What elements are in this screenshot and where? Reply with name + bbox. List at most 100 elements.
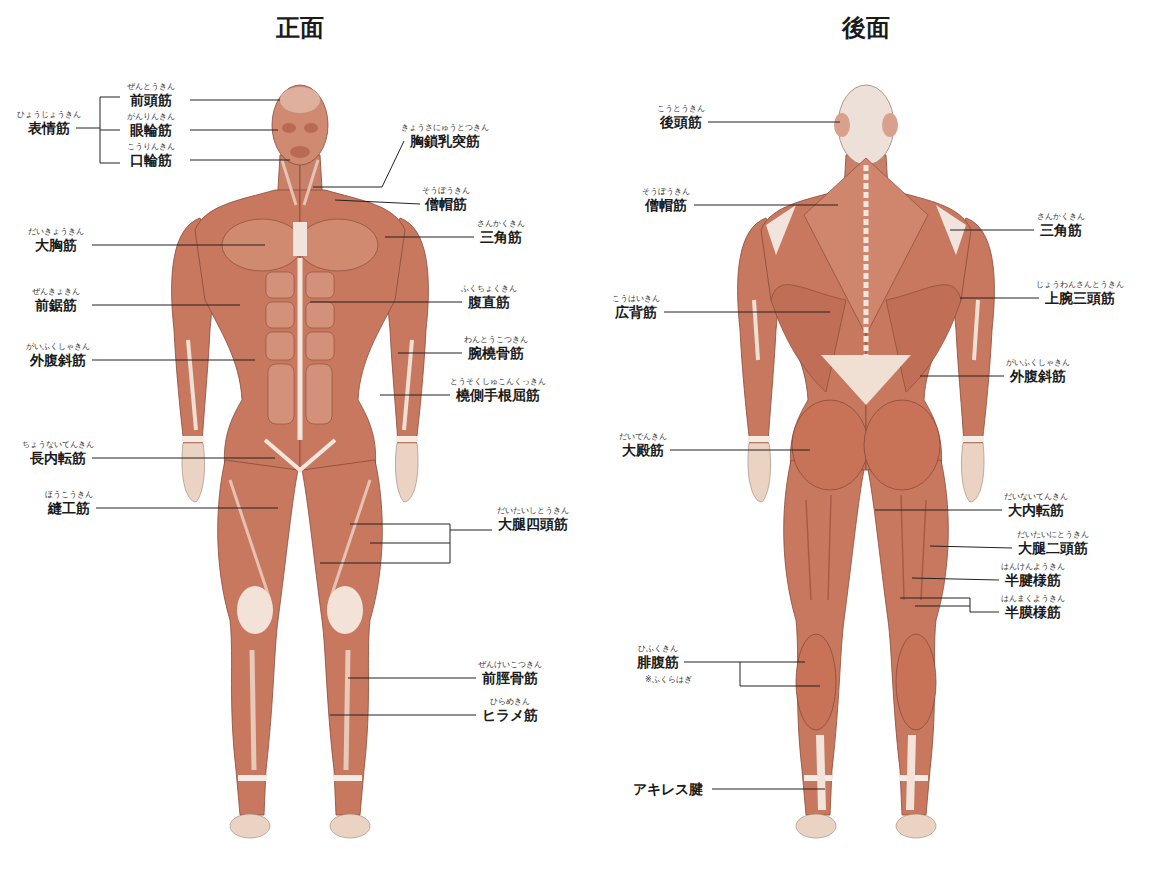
back-figure-part xyxy=(864,165,869,370)
furigana-reading: がいふくしゃきん xyxy=(1006,358,1070,367)
leader-lines-part xyxy=(708,122,840,123)
leader-lines-part xyxy=(875,510,1002,511)
muscle-name: 後頭筋 xyxy=(660,114,702,130)
furigana-reading: がんりんきん xyxy=(127,112,175,121)
leader-lines-part xyxy=(740,686,820,687)
muscle-name: 僧帽筋 xyxy=(425,196,467,212)
furigana-reading: ほうこうきん xyxy=(45,490,93,499)
furigana-reading: そうぼうきん xyxy=(422,186,470,195)
furigana-reading: ひょうじょうきん xyxy=(17,110,81,119)
leader-lines-part xyxy=(92,458,275,459)
back-figure-part xyxy=(882,113,898,137)
muscle-name: 大腿二頭筋 xyxy=(1018,540,1088,556)
leader-lines-part xyxy=(348,678,476,679)
front-figure-part xyxy=(265,440,335,470)
front-figure-part xyxy=(327,586,363,634)
view-title: 正面 xyxy=(276,14,324,42)
back-figure-part xyxy=(754,300,978,360)
leader-lines-part xyxy=(684,662,740,663)
back-figure-part xyxy=(792,400,868,490)
muscle-name: 口輪筋 xyxy=(130,152,172,168)
furigana-reading: ふくちょくきん xyxy=(461,284,517,293)
leader-lines-part xyxy=(450,530,492,531)
leader-lines-part xyxy=(190,130,278,131)
leader-lines-part xyxy=(96,508,278,509)
back-figure-part xyxy=(820,735,912,810)
leader-lines-part xyxy=(190,160,290,161)
leader-lines-part xyxy=(912,578,999,580)
leader-lines-part xyxy=(92,245,265,246)
furigana-reading: そうぼうきん xyxy=(642,187,690,196)
leader-lines-part xyxy=(92,305,240,306)
furigana-reading: じょうわんさんとうきん xyxy=(1036,280,1124,289)
leader-lines-part xyxy=(950,230,1034,231)
muscle-name: 眼輪筋 xyxy=(130,122,172,138)
furigana-reading: がいふくしゃきん xyxy=(26,342,90,351)
back-figure-part xyxy=(821,355,911,405)
muscle-name: 腕橈骨筋 xyxy=(468,345,524,361)
back-figure-part xyxy=(896,634,936,730)
leader-lines-part xyxy=(398,353,462,354)
furigana-reading: とうそくしゅこんくっきん xyxy=(450,377,546,386)
muscle-name: 外腹斜筋 xyxy=(1010,368,1066,384)
furigana-reading: だいないてんきん xyxy=(1004,492,1068,501)
leader-lines-part xyxy=(915,606,970,607)
leader-lines-part xyxy=(76,128,100,129)
front-figure-part xyxy=(282,123,296,133)
front-figure-part xyxy=(298,258,303,440)
back-figure-part xyxy=(834,113,850,137)
leader-lines-part xyxy=(330,715,476,716)
muscle-name: 表情筋 xyxy=(28,120,70,136)
furigana-reading: わんとうこつきん xyxy=(464,335,528,344)
muscle-name: アキレス腱 xyxy=(633,781,703,797)
muscle-name: 胸鎖乳突筋 xyxy=(410,133,480,149)
leader-lines-part xyxy=(350,524,450,525)
furigana-reading: はんまくようきん xyxy=(1001,594,1065,603)
leader-lines xyxy=(76,97,1039,789)
furigana-reading: ひふくきん xyxy=(638,644,678,653)
furigana-reading: だいでんきん xyxy=(619,432,667,441)
muscle-name: 前鋸筋 xyxy=(35,297,77,313)
furigana-reading: ぜんきょきん xyxy=(32,287,80,296)
front-figure-part-part xyxy=(306,332,334,360)
leader-lines-part xyxy=(694,205,838,206)
front-figure-part xyxy=(252,650,348,770)
muscle-name: 縫工筋 xyxy=(48,500,90,516)
muscle-name: 大胸筋 xyxy=(35,237,77,253)
front-figure-part-part xyxy=(306,364,332,424)
leader-lines-part xyxy=(370,543,450,544)
muscle-name: 大内転筋 xyxy=(1008,502,1064,518)
muscle-name: 腓腹筋 xyxy=(637,654,679,670)
leader-lines-part xyxy=(100,130,120,131)
furigana-reading: ぜんとうきん xyxy=(127,82,175,91)
furigana-reading: だいたいにとうきん xyxy=(1017,530,1089,539)
leader-lines-part xyxy=(320,563,450,564)
front-figure-part-part xyxy=(306,302,334,328)
muscle-name: 三角筋 xyxy=(480,229,522,245)
muscle-name: 前脛骨筋 xyxy=(482,670,538,686)
back-figure-part xyxy=(806,495,926,600)
furigana-reading: こうりんきん xyxy=(127,142,175,151)
leader-lines-part xyxy=(335,200,420,204)
front-figure-part-part xyxy=(266,302,294,328)
front-figure-part xyxy=(304,123,318,133)
front-figure-part xyxy=(290,146,310,158)
muscle-name: 上腕三頭筋 xyxy=(1045,290,1115,306)
muscle-name: 長内転筋 xyxy=(30,450,86,466)
back-figure xyxy=(738,85,995,838)
front-figure-part-part xyxy=(266,272,294,298)
leader-lines-part xyxy=(664,312,830,313)
furigana-reading: こうはいきん xyxy=(612,294,660,303)
furigana-reading: ちょうないてんきん xyxy=(22,440,94,449)
front-figure-part xyxy=(293,222,307,256)
front-figure-part xyxy=(188,340,412,430)
back-figure-part xyxy=(796,634,836,730)
furigana-reading: きょうさにゅうとつきん xyxy=(401,123,489,132)
furigana-reading: だいたいしとうきん xyxy=(497,506,569,515)
leader-lines-part xyxy=(100,97,120,163)
muscle-name: 僧帽筋 xyxy=(645,197,687,213)
muscle-name: ヒラメ筋 xyxy=(482,707,538,723)
front-figure-part xyxy=(237,586,273,634)
front-figure-part-part xyxy=(266,332,294,360)
